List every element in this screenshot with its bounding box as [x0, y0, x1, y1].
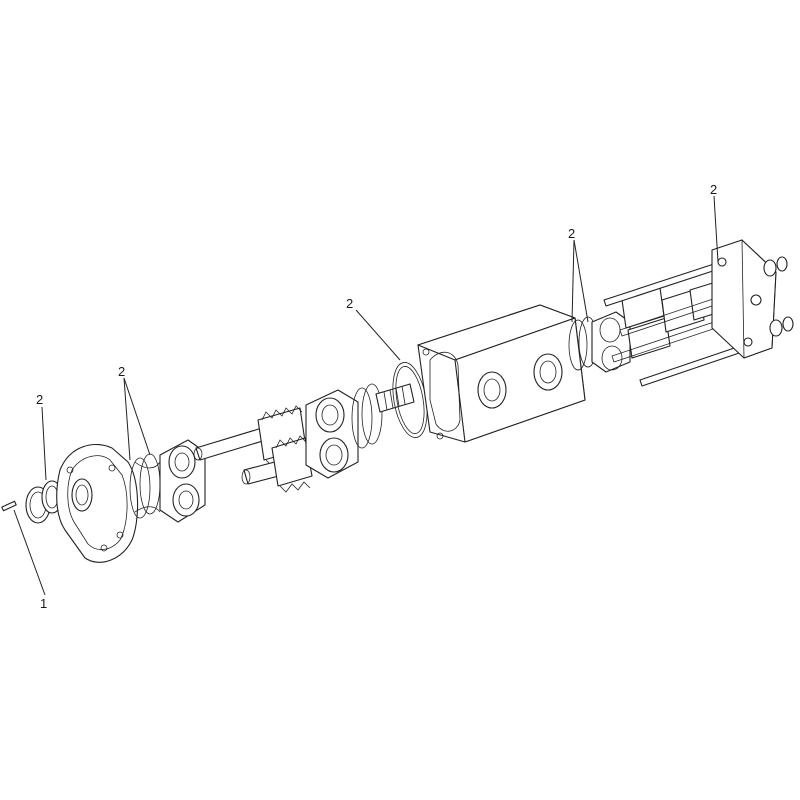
driven-shaft-gear	[241, 435, 313, 493]
leader-2d-2	[573, 239, 589, 323]
leader-2a	[41, 406, 47, 481]
front-cover-flange	[56, 444, 139, 563]
center-seal-set	[351, 383, 383, 449]
dowel-pin	[1, 500, 17, 512]
front-bearing-block	[159, 439, 206, 523]
leader-2e	[713, 195, 719, 263]
leader-2d-1	[571, 239, 575, 323]
leader-2b-2	[123, 377, 151, 456]
callout-2b: 2	[118, 364, 125, 379]
tie-bolts	[603, 261, 755, 387]
splined-shaft-end	[375, 383, 415, 413]
rear-gear-set	[591, 281, 721, 373]
callout-2d: 2	[568, 226, 575, 241]
callout-2a: 2	[36, 392, 43, 407]
pump-housing	[417, 304, 586, 443]
callout-labels: 1 2 2 2 2 2	[36, 182, 717, 611]
leader-2b-1	[123, 377, 131, 461]
leader-1	[13, 509, 46, 596]
leader-2c	[355, 309, 401, 361]
center-bearing-block	[305, 389, 359, 479]
callout-2e: 2	[710, 182, 717, 197]
callout-2c: 2	[346, 296, 353, 311]
callout-1: 1	[40, 596, 47, 611]
rear-end-cover	[711, 239, 794, 359]
leader-lines	[13, 195, 719, 596]
